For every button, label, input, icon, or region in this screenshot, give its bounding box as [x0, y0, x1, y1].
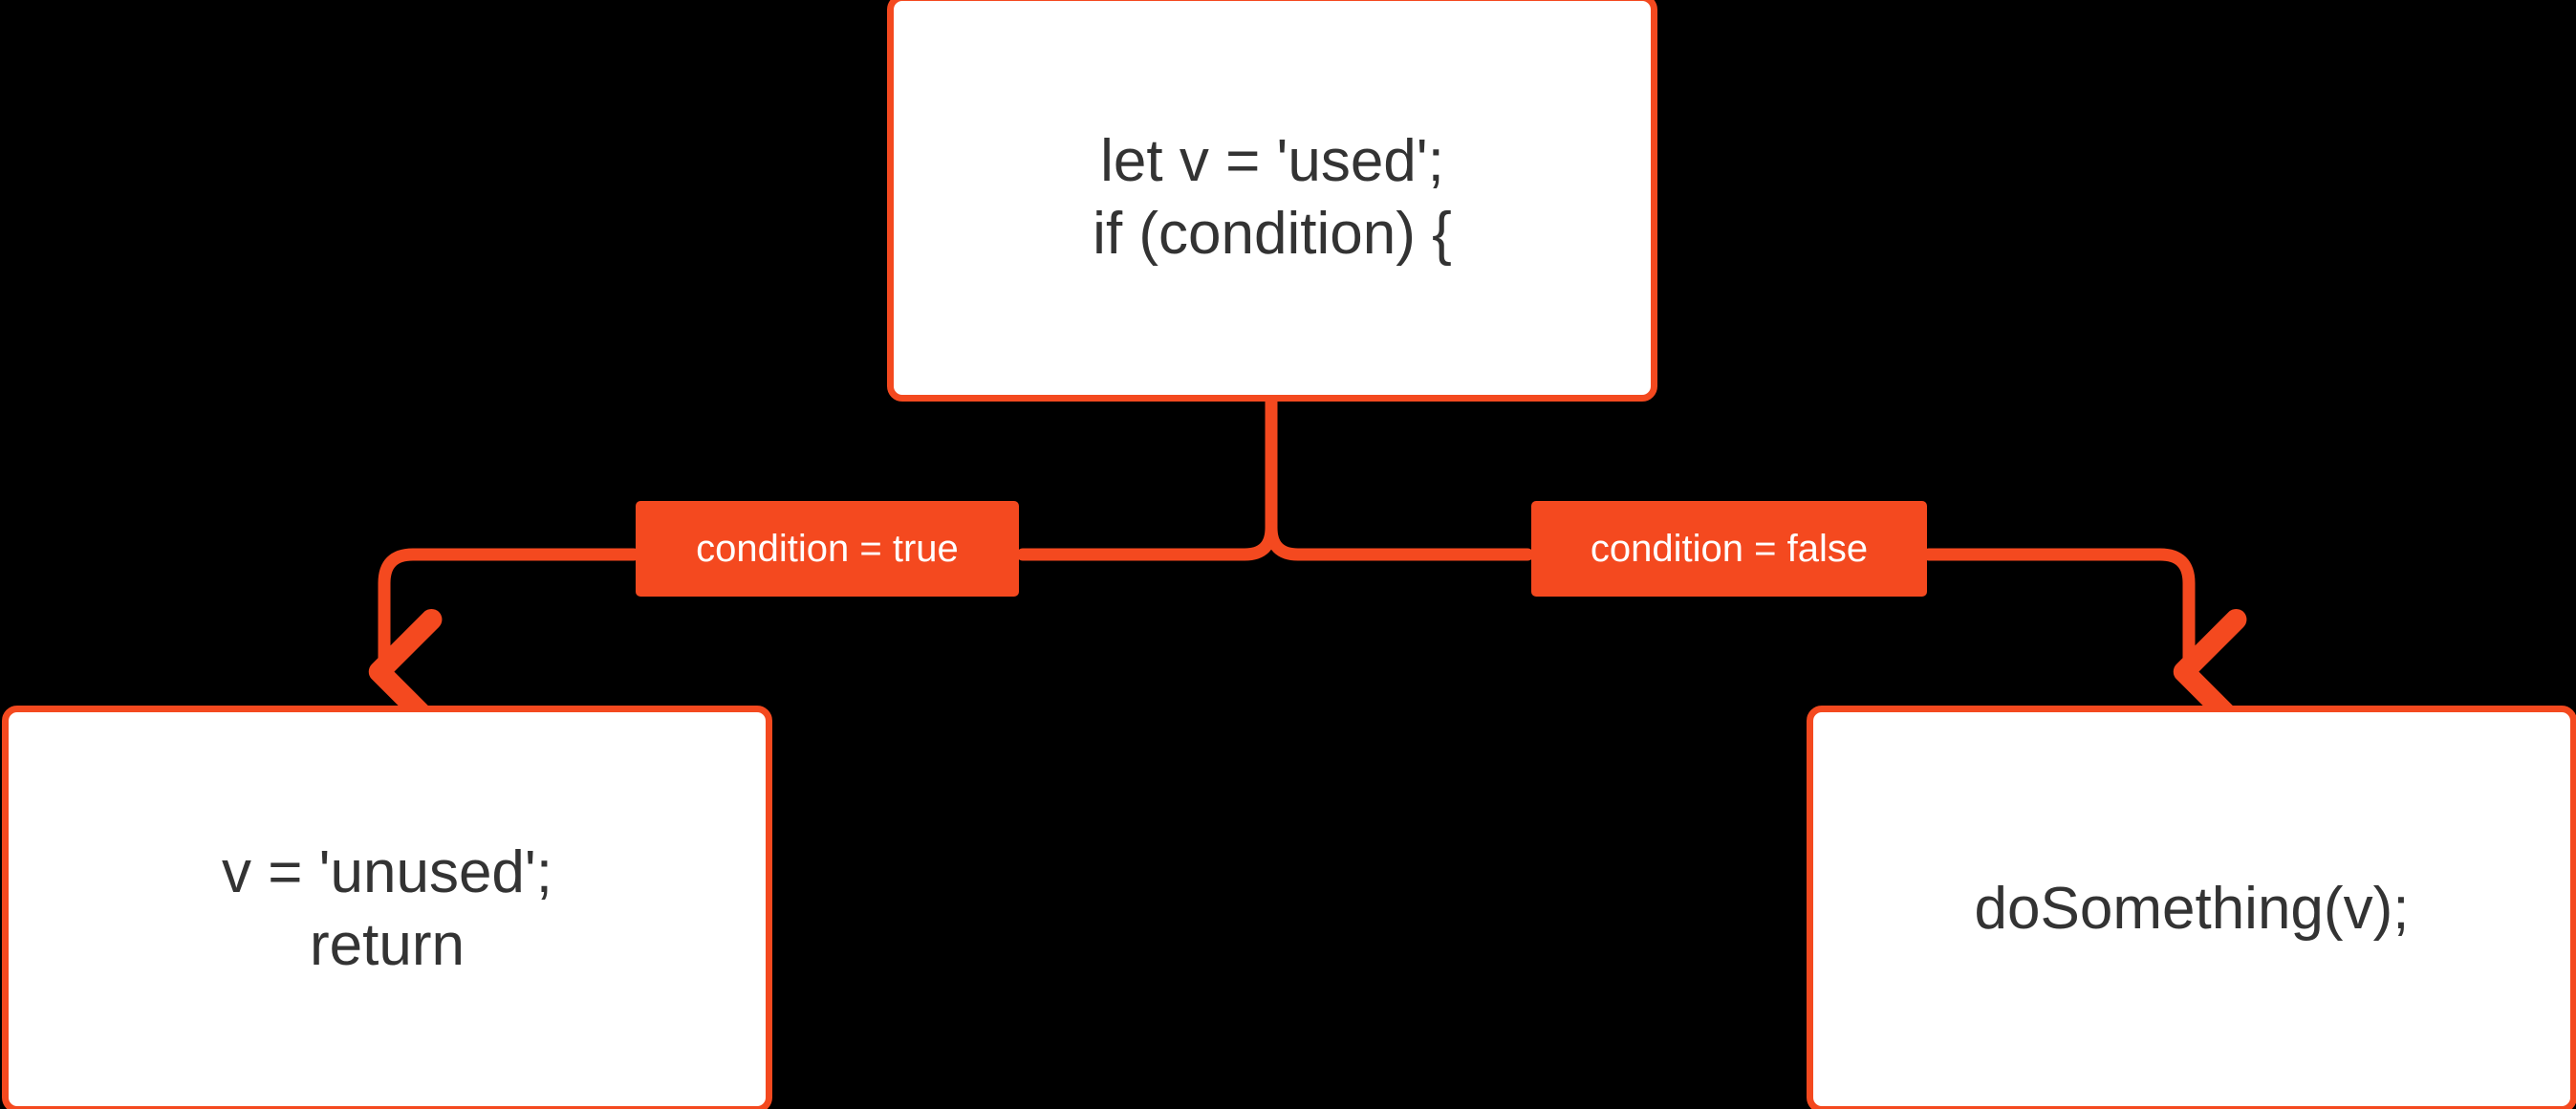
- true-branch-node[interactable]: v = 'unused'; return: [2, 706, 772, 1109]
- false-branch-node-line-1: doSomething(v);: [1974, 876, 2410, 943]
- true-branch-node-line-1: v = 'unused';: [222, 839, 552, 906]
- edge-stem-right: [1265, 521, 1534, 561]
- edge-label-condition-false: condition = false: [1531, 501, 1927, 597]
- condition-node[interactable]: let v = 'used'; if (condition) {: [887, 0, 1657, 402]
- edge-false-path: [1922, 548, 2189, 669]
- edge-true-path: [384, 548, 640, 669]
- condition-node-line-2: if (condition) {: [1093, 201, 1452, 267]
- true-branch-node-line-2: return: [310, 912, 465, 978]
- false-branch-node[interactable]: doSomething(v);: [1807, 706, 2576, 1109]
- edge-stem: [1016, 395, 1278, 561]
- edge-label-condition-true: condition = true: [636, 501, 1019, 597]
- condition-node-line-1: let v = 'used';: [1100, 128, 1444, 195]
